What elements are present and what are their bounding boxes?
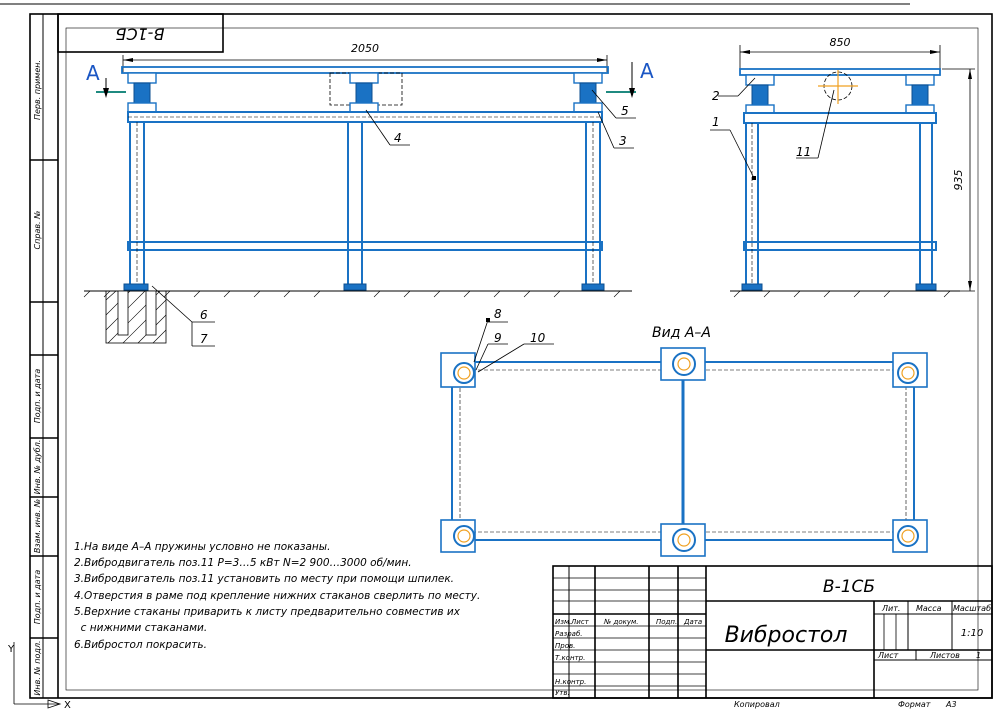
callout-3: 3: [619, 134, 627, 148]
strip-label-4: Инв. № дубл.: [33, 440, 42, 495]
dim-side-width: 850: [830, 36, 851, 49]
callout-5: 5: [621, 104, 629, 118]
tb-lit-label: Лит.: [881, 604, 900, 613]
axis-y-label: Y: [7, 644, 15, 655]
tb-mass-label: Масса: [916, 604, 942, 613]
callout-4: 4: [394, 131, 402, 145]
side-view: 850 935 2 1 11: [710, 36, 975, 298]
ucs-axis-icon: Y X: [7, 642, 71, 711]
tb-sheets-value: 1: [976, 651, 981, 660]
dim-front-length: 2050: [351, 42, 379, 55]
rotated-stamp-text: В-1СБ: [115, 25, 164, 44]
tb-col-izm: Изм.: [555, 618, 571, 626]
tb-copied: Копировал: [734, 700, 780, 709]
tb-col-list: Лист: [570, 618, 590, 626]
front-spring-middle: [349, 72, 379, 113]
technical-notes: 1.На виде А–А пружины условно не показан…: [74, 541, 480, 651]
plan-mid-top: [660, 347, 706, 381]
callout-11: 11: [796, 145, 811, 159]
note-3: 3.Вибродвигатель поз.11 установить по ме…: [74, 573, 454, 585]
front-view: 2050: [83, 42, 654, 347]
strip-label-7: Инв. № подл.: [33, 640, 42, 695]
tb-format-label: Формат: [898, 700, 931, 709]
note-7: 6.Вибростол покрасить.: [74, 639, 207, 651]
front-spring-left: [127, 72, 157, 113]
tb-sheets-label: Листов: [929, 651, 960, 660]
rotated-stamp: В-1СБ: [57, 13, 224, 53]
note-6: с нижними стаканами.: [74, 622, 207, 634]
tb-designation: В-1СБ: [823, 577, 875, 597]
tb-scale-label: Масштаб: [953, 604, 991, 613]
tb-row-prov: Пров.: [555, 642, 575, 650]
note-4: 4.Отверстия в раме под крепление нижних …: [74, 590, 480, 602]
tb-scale-value: 1:10: [961, 628, 983, 639]
strip-label-6: Подп. и дата: [33, 570, 42, 625]
note-2: 2.Вибродвигатель поз.11 Р=3…5 кВт N=2 90…: [74, 557, 412, 569]
plan-corner-tr: [892, 352, 928, 388]
callout-8: 8: [494, 307, 502, 321]
view-title: Вид А–А: [652, 325, 711, 341]
tb-col-doc: № докум.: [603, 618, 639, 626]
strip-label-1: Перв. примен.: [33, 60, 42, 120]
plan-corner-bl: [440, 519, 476, 553]
callout-10: 10: [530, 331, 546, 345]
tb-col-date: Дата: [683, 618, 702, 626]
callout-9: 9: [494, 331, 502, 345]
strip-label-2: Справ. №: [33, 211, 42, 250]
sheet-frame: [0, 3, 993, 699]
note-1: 1.На виде А–А пружины условно не показан…: [74, 541, 330, 553]
note-5: 5.Верхние стаканы приварить к листу пред…: [74, 606, 461, 618]
plan-corner-tl: [440, 352, 476, 388]
plan-corner-br: [892, 519, 928, 553]
front-spring-right: [573, 72, 603, 113]
tb-name: Вибростол: [725, 623, 848, 648]
title-block: Изм. Лист № докум. Подп. Дата Разраб. Пр…: [552, 565, 993, 709]
callout-7: 7: [200, 332, 208, 346]
section-mark-left: А: [86, 61, 100, 85]
callout-2: 2: [712, 89, 720, 103]
plan-view: Вид А–А: [440, 307, 928, 557]
tb-row-nkontr: Н.контр.: [555, 678, 586, 686]
tb-row-razrab: Разраб.: [555, 630, 583, 638]
section-mark-right: А: [640, 59, 654, 83]
strip-label-3: Подп. и дата: [33, 369, 42, 424]
strip-label-5: Взам. инв. №: [33, 499, 42, 553]
tb-row-utv: Утв.: [555, 689, 570, 697]
callout-6: 6: [200, 308, 208, 322]
tb-col-sign: Подп.: [656, 618, 677, 626]
tb-format-value: А3: [945, 700, 957, 709]
tb-row-tkontr: Т.контр.: [555, 654, 585, 662]
tb-sheet-label: Лист: [877, 651, 899, 660]
dim-side-height: 935: [952, 170, 965, 191]
plan-mid-bottom: [660, 523, 706, 557]
callout-1: 1: [712, 115, 720, 129]
axis-x-label: X: [64, 700, 71, 711]
side-strip: Перв. примен. Справ. № Подп. и дата Инв.…: [30, 14, 58, 698]
